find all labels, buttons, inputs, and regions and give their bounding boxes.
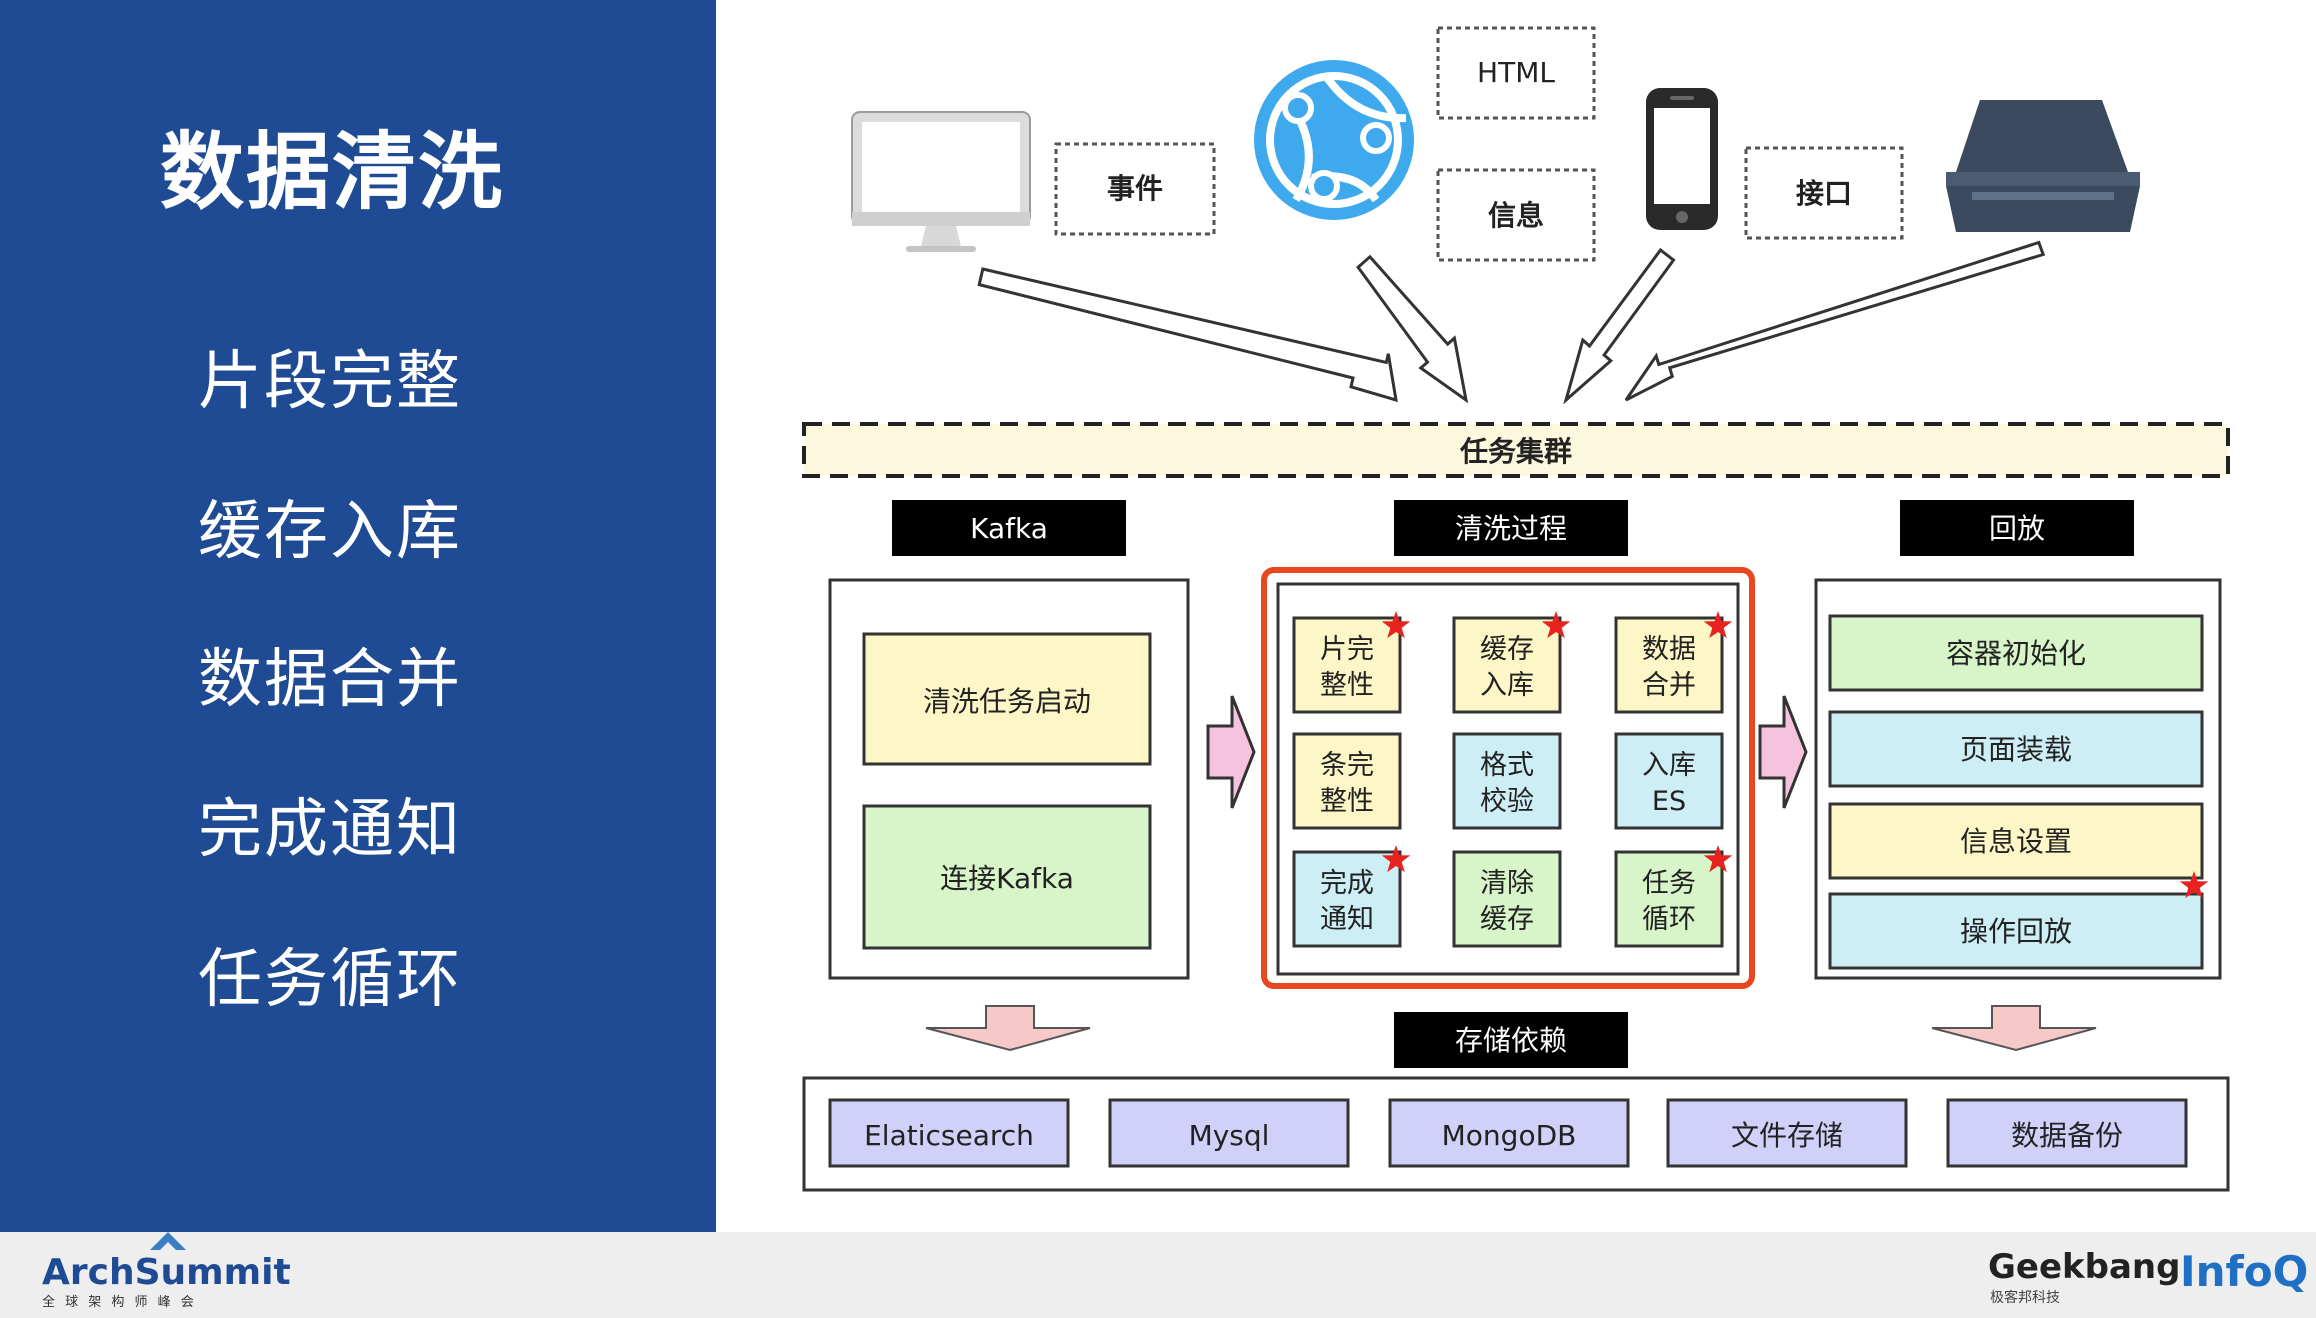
replay-box: 操作回放 xyxy=(1828,871,2209,970)
cleaning-cell-line2: 缓存 xyxy=(1480,904,1534,935)
footer-bar: ArchSummit 全 球 架 构 师 峰 会 Geekbang 极客邦科技 … xyxy=(0,1232,2316,1318)
storage-item-label: 数据备份 xyxy=(2011,1119,2123,1152)
cleaning-cell: 任务循环 xyxy=(1614,845,1733,948)
cleaning-cell: 数据合并 xyxy=(1614,611,1733,714)
storage-item: MongoDB xyxy=(1388,1098,1630,1168)
interface-source: 接口 xyxy=(1744,146,1904,240)
cleaning-cell-line2: 整性 xyxy=(1320,786,1374,817)
storage-item: 数据备份 xyxy=(1946,1098,2188,1168)
cleaning-cell-line2: ES xyxy=(1652,786,1686,817)
sidebar-item-completion-notice: 完成通知 xyxy=(198,793,462,867)
geekbang-logo-text: Geekbang xyxy=(1988,1247,2180,1287)
kafka-header: Kafka xyxy=(892,500,1126,556)
cleaning-cell-line2: 循环 xyxy=(1642,904,1696,935)
html-source: HTML xyxy=(1436,26,1596,120)
task-cluster-bar: 任务集群 xyxy=(802,422,2230,478)
sidebar-item-cache-storage: 缓存入库 xyxy=(198,495,462,569)
replay-box-label: 操作回放 xyxy=(1960,915,2072,948)
sidebar-panel: 数据清洗 片段完整 缓存入库 数据合并 完成通知 任务循环 xyxy=(0,0,716,1232)
html-label: HTML xyxy=(1477,56,1555,89)
replay-box-label: 页面装载 xyxy=(1960,733,2072,766)
kafka-box-connect-label: 连接Kafka xyxy=(940,862,1074,895)
info-label: 信息 xyxy=(1488,199,1544,232)
cleaning-cell-line1: 数据 xyxy=(1642,634,1696,665)
phone-icon xyxy=(1646,88,1718,230)
storage-item-label: MongoDB xyxy=(1442,1119,1577,1152)
cleaning-cell-line1: 格式 xyxy=(1480,750,1534,781)
cleaning-cell-line1: 清除 xyxy=(1480,868,1534,899)
cleaning-cell-line1: 片完 xyxy=(1320,634,1374,665)
event-source: 事件 xyxy=(1054,142,1216,236)
down-arrows xyxy=(925,1005,2097,1052)
storage-header: 存储依赖 xyxy=(1394,1012,1628,1068)
archsummit-logo-text: ArchSummit xyxy=(42,1252,291,1293)
cleaning-cell-line1: 入库 xyxy=(1642,750,1696,781)
storage-list: Elaticsearch Mysql MongoDB 文件存储 数据备份 xyxy=(828,1098,2188,1168)
globe-icon xyxy=(1254,60,1414,220)
sidebar-item-data-merge: 数据合并 xyxy=(198,643,462,717)
storage-item: 文件存储 xyxy=(1666,1098,1908,1168)
sidebar-item-fragment-integrity: 片段完整 xyxy=(198,345,462,419)
geekbang-logo-sub: 极客邦科技 xyxy=(1990,1289,2060,1306)
cleaning-cell-line2: 整性 xyxy=(1320,670,1374,701)
storage-item: Mysql xyxy=(1108,1098,1350,1168)
flow-arrows xyxy=(1206,695,1808,809)
cleaning-cell-line2: 通知 xyxy=(1320,904,1374,935)
infoq-logo-text: InfoQ xyxy=(2180,1247,2308,1296)
replay-box: 信息设置 xyxy=(1828,802,2204,880)
cluster-label: 任务集群 xyxy=(1459,435,1572,468)
cleaning-cell: 缓存入库 xyxy=(1452,611,1571,714)
archsummit-logo: ArchSummit 全 球 架 构 师 峰 会 xyxy=(42,1232,291,1310)
architecture-diagram: 事件 HTML 信息 接口 xyxy=(802,26,2230,1192)
storage-item-label: Mysql xyxy=(1189,1119,1270,1152)
archsummit-logo-sub: 全 球 架 构 师 峰 会 xyxy=(42,1294,197,1310)
replay-box-label: 容器初始化 xyxy=(1946,637,2086,670)
cleaning-cell-line2: 入库 xyxy=(1480,670,1534,701)
kafka-box-start xyxy=(862,632,1152,766)
cleaning-cell: 入库 ES xyxy=(1614,732,1724,830)
interface-label: 接口 xyxy=(1796,177,1852,210)
event-label: 事件 xyxy=(1107,172,1163,205)
storage-item-label: Elaticsearch xyxy=(864,1119,1034,1152)
cleaning-header: 清洗过程 xyxy=(1394,500,1628,556)
cleaning-cell-line2: 校验 xyxy=(1480,786,1534,817)
kafka-box-connect xyxy=(862,804,1152,950)
storage-item-label: 文件存储 xyxy=(1731,1119,1843,1152)
replay-box-label: 信息设置 xyxy=(1960,825,2072,858)
info-source: 信息 xyxy=(1436,168,1596,262)
kafka-panel: 清洗任务启动 连接Kafka xyxy=(828,578,1190,980)
cleaning-cell: 完成通知 xyxy=(1292,845,1411,948)
cleaning-header-label: 清洗过程 xyxy=(1455,512,1567,545)
infoq-logo: InfoQ xyxy=(2180,1247,2308,1296)
cleaning-cell-line2: 合并 xyxy=(1642,670,1696,701)
cleaning-cell-line1: 完成 xyxy=(1320,868,1374,899)
cleaning-cell-line1: 任务 xyxy=(1642,868,1696,899)
kafka-header-label: Kafka xyxy=(970,512,1048,545)
replay-header: 回放 xyxy=(1900,500,2134,556)
cleaning-cell-line1: 条完 xyxy=(1320,750,1374,781)
monitor-icon xyxy=(851,111,1031,252)
storage-header-label: 存储依赖 xyxy=(1455,1024,1567,1057)
page-title: 数据清洗 xyxy=(160,123,505,221)
sidebar-item-task-loop: 任务循环 xyxy=(198,943,462,1017)
scanner-icon xyxy=(1946,100,2140,232)
replay-box: 页面装载 xyxy=(1828,710,2204,788)
replay-header-label: 回放 xyxy=(1989,512,2045,545)
replay-box: 容器初始化 xyxy=(1828,614,2204,692)
cleaning-cell-line1: 缓存 xyxy=(1480,634,1534,665)
source-arrows xyxy=(977,240,2046,405)
kafka-box-start-label: 清洗任务启动 xyxy=(923,685,1091,718)
geekbang-logo: Geekbang 极客邦科技 xyxy=(1988,1247,2180,1306)
storage-item: Elaticsearch xyxy=(828,1098,1070,1168)
